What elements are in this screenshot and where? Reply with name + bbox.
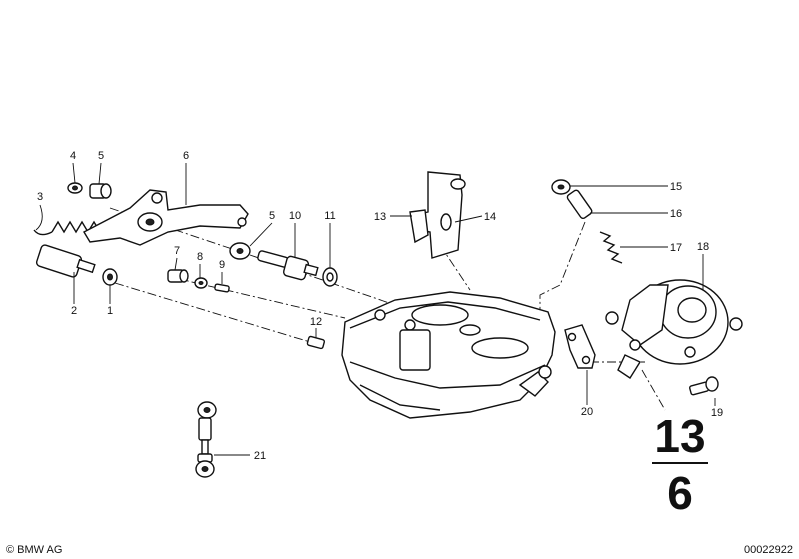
part-5-bushing	[89, 183, 112, 199]
callout-1: 1	[107, 305, 113, 317]
callout-15: 15	[670, 181, 682, 193]
part-9-pin	[214, 283, 230, 293]
callout-5: 5	[98, 150, 104, 162]
part-11-washer	[322, 267, 338, 287]
callout-17: 17	[670, 242, 682, 254]
callout-18: 18	[697, 241, 709, 253]
callout-14: 14	[484, 211, 496, 223]
part-20-plate	[564, 324, 596, 369]
callout-20: 20	[581, 406, 593, 418]
callout-9: 9	[219, 259, 225, 271]
callout-16: 16	[670, 208, 682, 220]
image-number: 00022922	[744, 544, 793, 556]
part-12-screw	[306, 335, 326, 350]
part-17-spring	[599, 231, 623, 264]
group-number: 13 6	[652, 410, 708, 519]
callout-3: 3	[37, 191, 43, 203]
part-6-lever	[83, 189, 249, 246]
callout-5b: 5	[269, 210, 275, 222]
part-2-screw	[35, 244, 96, 278]
part-1-nut	[102, 268, 118, 286]
callout-8: 8	[197, 251, 203, 263]
callout-2: 2	[71, 305, 77, 317]
callout-12: 12	[310, 316, 322, 328]
part-5b-bushing	[229, 242, 251, 260]
part-7-jet	[167, 269, 189, 283]
copyright-label: © BMW AG	[6, 544, 62, 556]
callout-7: 7	[174, 245, 180, 257]
part-19-screw	[689, 376, 719, 396]
callout-21: 21	[254, 450, 266, 462]
callout-19: 19	[711, 407, 723, 419]
callout-10: 10	[289, 210, 301, 222]
part-18-choke-housing	[605, 279, 743, 379]
part-21-linkage-rod	[195, 401, 217, 478]
part-8-ring	[194, 277, 208, 289]
group-main-number: 13	[654, 410, 705, 462]
callout-11: 11	[324, 210, 335, 222]
callout-13: 13	[374, 211, 386, 223]
part-13-clip	[409, 209, 429, 244]
carburettor-body	[341, 291, 556, 419]
part-15-cap	[551, 179, 571, 195]
callout-4: 4	[70, 150, 76, 162]
part-10-adjusting-screw	[257, 250, 319, 281]
leader-lines	[72, 162, 716, 456]
callouts: 1 2 3 4 5 5 6 7 8 9 10 11 12 13 14 15 16…	[37, 150, 723, 462]
part-16-screw	[566, 189, 593, 220]
part-4-clip	[67, 182, 83, 194]
group-sub-number: 6	[667, 467, 693, 519]
callout-6: 6	[183, 150, 189, 162]
